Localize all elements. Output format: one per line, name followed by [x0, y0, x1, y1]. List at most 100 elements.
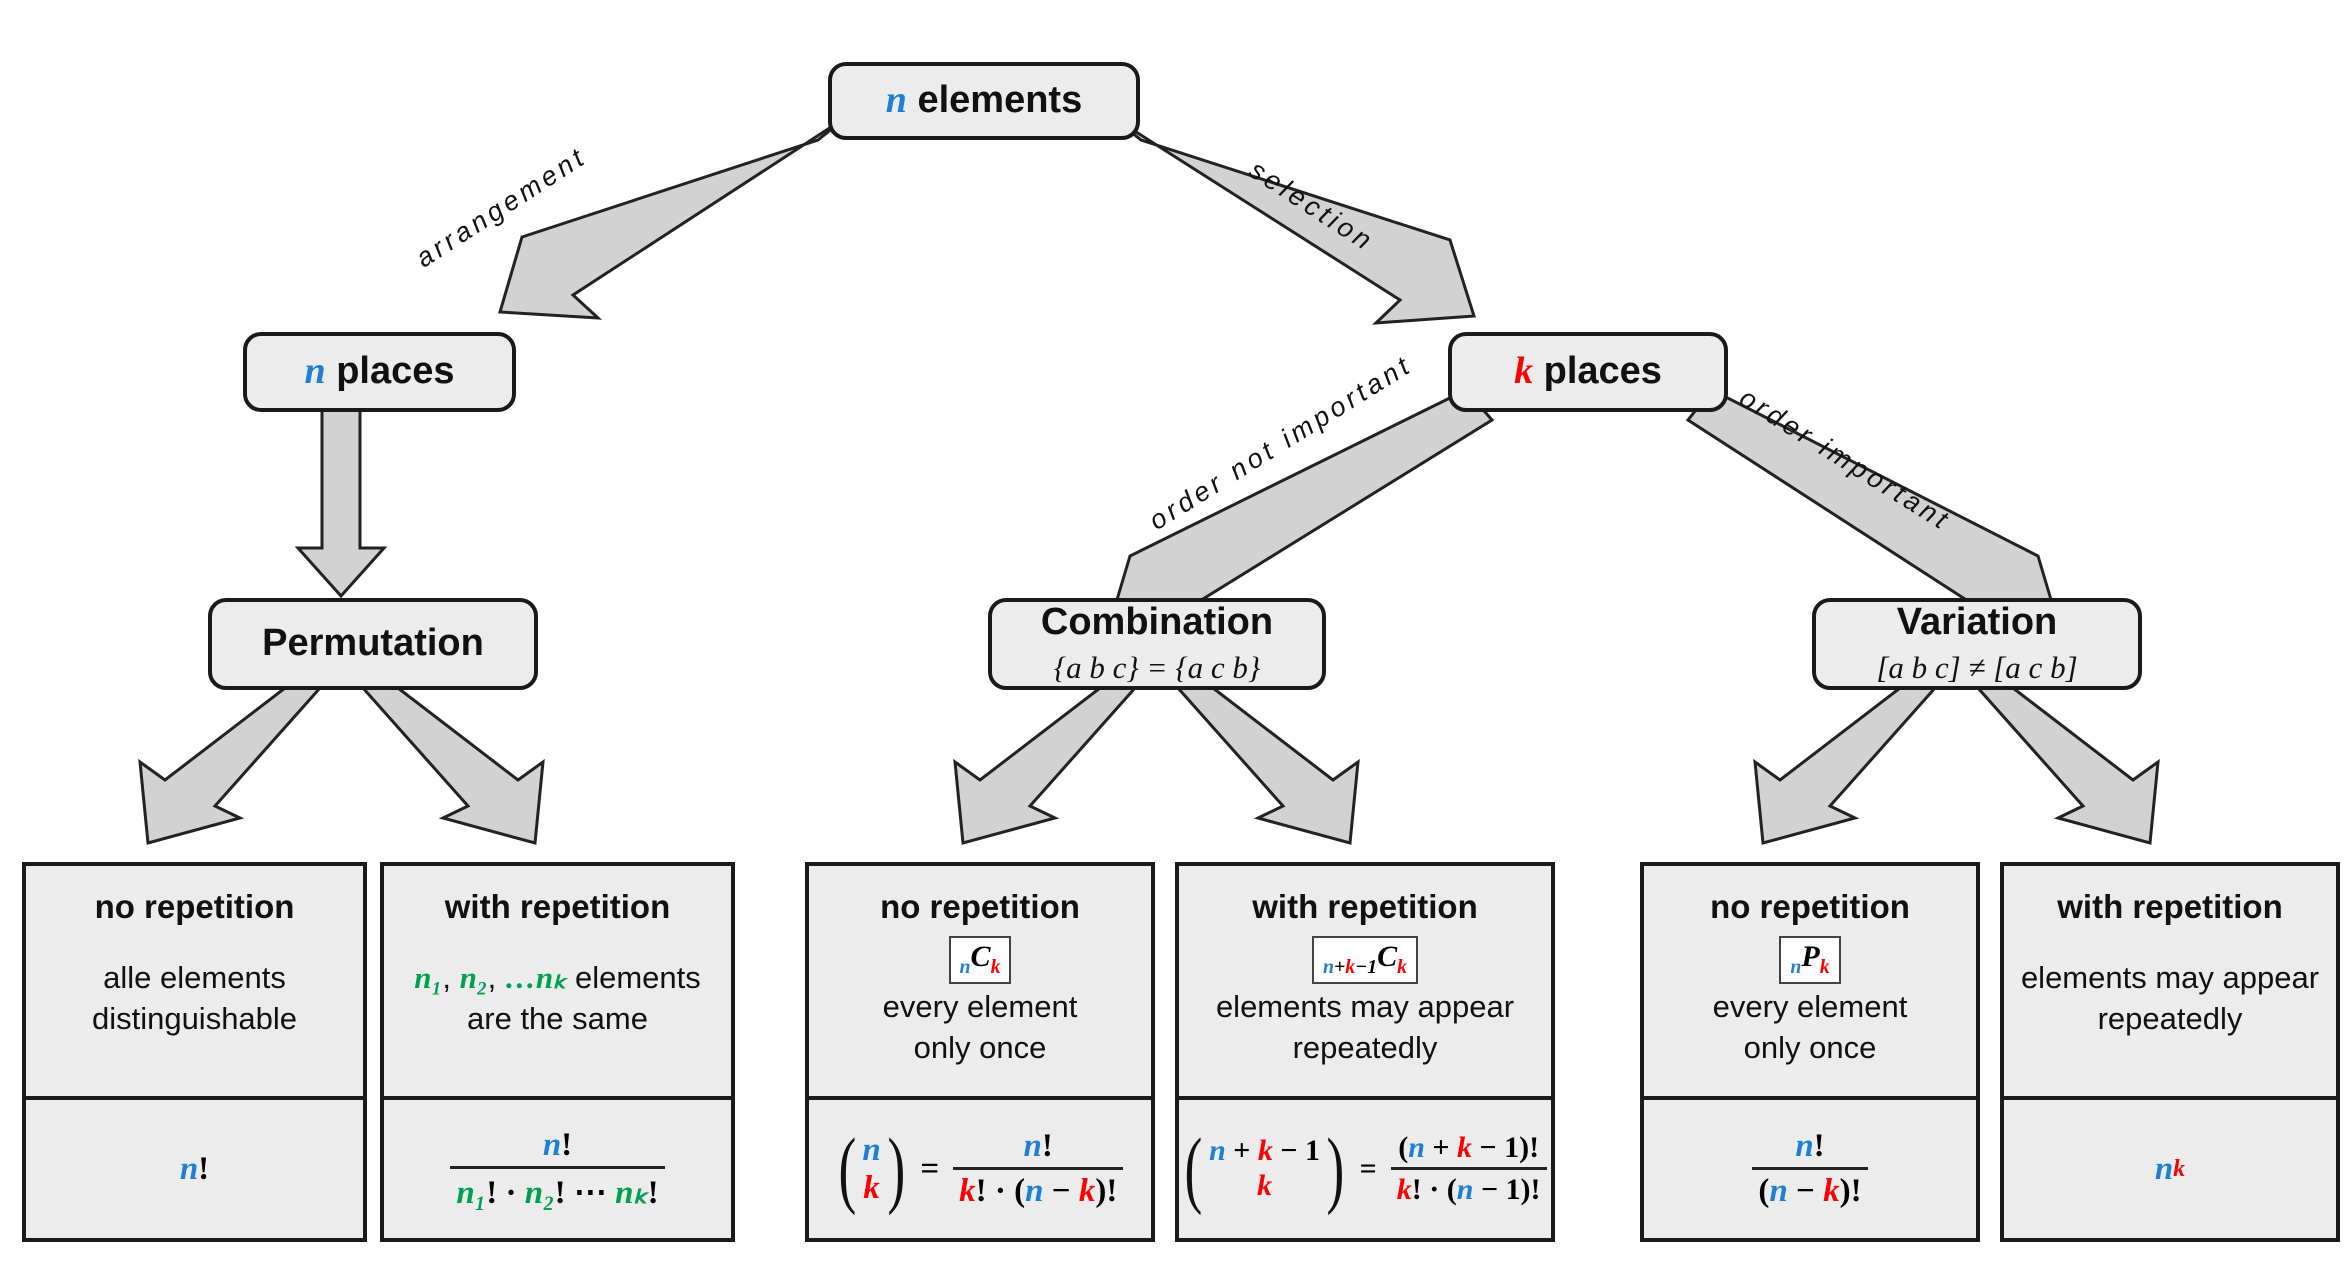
formula-n1: n₁ [456, 1174, 487, 1211]
formula-k: k [1078, 1173, 1096, 1209]
formula-n1: n₁ [414, 959, 443, 995]
node-combination[interactable]: Combination {a b c} = {a c b} [988, 598, 1326, 690]
notation-C: C [1377, 940, 1398, 973]
formula-n: n [2154, 1150, 2174, 1187]
card-description-line1: every element [1712, 988, 1908, 1024]
card-heading: no repetition [94, 888, 295, 925]
formula-k: k [1257, 1134, 1273, 1168]
fraction-numerator: (n + k − 1)! [1392, 1131, 1545, 1167]
formula-minus: − [1480, 1173, 1499, 1206]
formula-plus: + [1432, 1131, 1450, 1164]
notation-badge-npkm1Ck: n+k−1Ck [1312, 936, 1418, 984]
formula-equals: = [1359, 1152, 1377, 1185]
notation-sub-n: n [959, 956, 971, 978]
formula-one: 1 [1504, 1131, 1520, 1164]
card-combination-no-repetition[interactable]: no repetition nCk every element only onc… [805, 862, 1155, 1242]
left-paren: ( [838, 1120, 856, 1217]
formula-comma: , [487, 959, 497, 995]
card-top: with repetition n₁, n₂, …nₖ elements are… [384, 866, 731, 1100]
edge-label-order-important: order important [1734, 382, 1957, 537]
node-k-places-title: k places [1514, 350, 1662, 393]
binomial-top: n + k − 1 [1209, 1134, 1320, 1169]
formula-factorial: ! [1529, 1131, 1540, 1164]
card-top: no repetition nCk every element only onc… [809, 866, 1151, 1100]
binomial-coefficient: ( n + k − 1 k ) [1179, 1125, 1349, 1211]
card-description: every element only once [809, 986, 1151, 1094]
node-n-elements[interactable]: n elements [828, 62, 1140, 140]
arrow-permutation-left [138, 686, 324, 845]
formula-equals: = [920, 1150, 940, 1187]
card-heading: no repetition [880, 888, 1080, 925]
formula-n: n [1769, 1173, 1788, 1209]
notation-badge-nPk: nPk [1779, 936, 1841, 984]
formula-factorial: ! [975, 1173, 987, 1209]
notation-sub-k: k [1345, 956, 1356, 978]
arrow-combination-right [1174, 686, 1360, 845]
card-top: with repetition n+k−1Ck elements may app… [1179, 866, 1551, 1100]
node-n-places-label: places [336, 350, 455, 393]
formula-factorial: ! [1850, 1173, 1862, 1209]
card-heading: with repetition [2057, 888, 2283, 925]
formula-factorial: ! [647, 1174, 659, 1211]
formula-n2: n₂ [524, 1174, 555, 1211]
arrow-nplaces-permutation [294, 386, 388, 599]
formula-n: n [179, 1150, 199, 1187]
formula-rparen: ) [1839, 1173, 1851, 1209]
notation-P: P [1801, 940, 1820, 973]
card-description: every element only once [1644, 986, 1976, 1094]
card-formula: n! [26, 1100, 363, 1238]
formula-factorial: ! [561, 1126, 573, 1163]
card-description: alle elements distinguishable [26, 957, 363, 1065]
card-top: no repetition alle elements distinguisha… [26, 866, 363, 1100]
formula-rparen: ) [1519, 1131, 1530, 1164]
card-formula: n! (n − k)! [1644, 1100, 1976, 1238]
notation-subscript: n+k−1 [1323, 956, 1377, 978]
card-variation-with-repetition[interactable]: with repetition elements may appear repe… [2000, 862, 2340, 1242]
card-combination-with-repetition[interactable]: with repetition n+k−1Ck elements may app… [1175, 862, 1555, 1242]
formula-n: n [1209, 1134, 1226, 1168]
formula-n2: n₂ [459, 959, 488, 995]
node-permutation[interactable]: Permutation [208, 598, 538, 690]
card-description: n₁, n₂, …nₖ elements are the same [384, 957, 731, 1065]
node-permutation-title: Permutation [262, 622, 484, 665]
fraction-numerator: n! [1018, 1128, 1059, 1167]
node-k-places-label: places [1543, 350, 1662, 393]
card-variation-no-repetition[interactable]: no repetition nPk every element only onc… [1640, 862, 1980, 1242]
edge-label-arrangement: arrangement [410, 140, 593, 274]
node-variation[interactable]: Variation [a b c] ≠ [a c b] [1812, 598, 2142, 690]
formula-factorial: ! [1530, 1173, 1541, 1206]
card-description-line2: only once [1743, 1029, 1877, 1065]
notation-sub-k: k [990, 956, 1001, 978]
card-description-line1: n₁, n₂, …nₖ elements [394, 957, 721, 998]
node-n-places[interactable]: n places [243, 332, 516, 412]
arrow-arrangement [498, 114, 849, 320]
binomial-stack: n k [861, 1131, 881, 1208]
formula-lparen: ( [1014, 1173, 1026, 1209]
formula-factorial: ! [1041, 1128, 1053, 1164]
card-formula: ( n k ) = n! k! · (n − k)! [809, 1100, 1151, 1238]
formula-n: n [542, 1126, 562, 1163]
card-permutation-with-repetition[interactable]: with repetition n₁, n₂, …nₖ elements are… [380, 862, 735, 1242]
formula-cdot: · [1429, 1173, 1440, 1206]
formula-factorial: ! [1411, 1173, 1422, 1206]
fraction-numerator: n! [1789, 1128, 1830, 1167]
fraction: n! (n − k)! [1752, 1128, 1868, 1210]
symbol-n: n [304, 350, 326, 393]
card-description-line1: elements may appear [1215, 988, 1515, 1024]
formula-n: n [1025, 1173, 1044, 1209]
card-description-line1: elements may appear [2020, 959, 2320, 995]
formula-rparen: ) [1520, 1173, 1531, 1206]
formula-cdot: · [994, 1173, 1006, 1209]
notation-sub-minus: − [1355, 956, 1368, 978]
card-heading: with repetition [1252, 888, 1478, 925]
formula-k: k [959, 1173, 976, 1209]
formula-n: n [1795, 1128, 1814, 1164]
card-description-line2: repeatedly [2097, 1001, 2243, 1036]
card-permutation-no-repetition[interactable]: no repetition alle elements distinguisha… [22, 862, 367, 1242]
formula-lparen: ( [1398, 1131, 1409, 1164]
arrow-variation-left [1753, 686, 1939, 845]
node-k-places[interactable]: k places [1448, 332, 1728, 412]
formula-factorial: ! [554, 1174, 566, 1211]
